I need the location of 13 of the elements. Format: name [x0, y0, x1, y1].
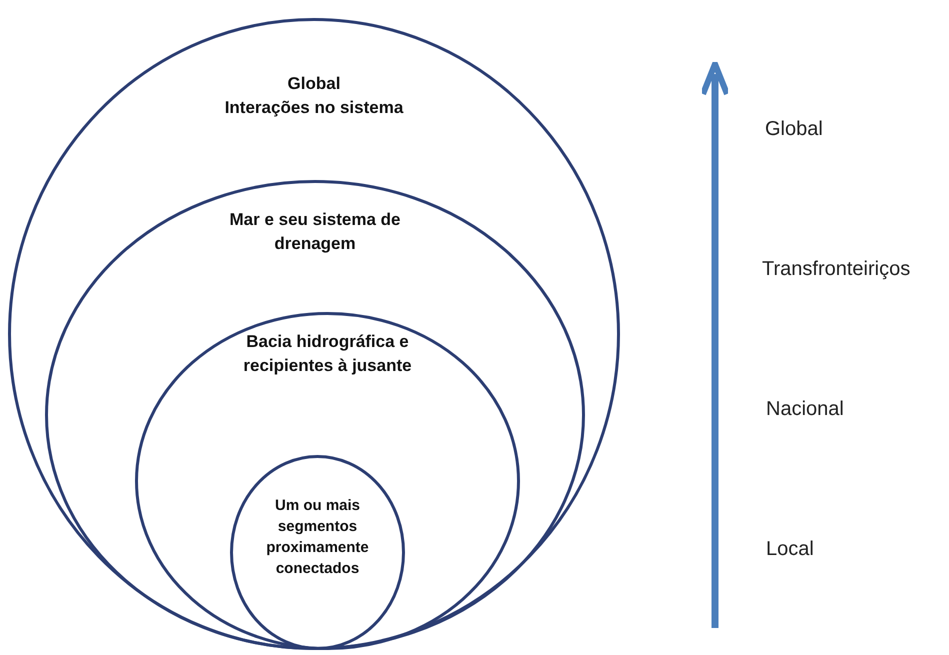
- circle: [45, 180, 585, 650]
- scale-label: Local: [766, 538, 814, 561]
- circle-title: Bacia hidrográfica e recipientes à jusante: [242, 331, 413, 377]
- circle-title: Um ou mais segmentos proximamente conectados: [265, 496, 370, 579]
- circle: [135, 312, 520, 650]
- circle-title: Global: [286, 73, 342, 95]
- circle-subtitle: Interações no sistema: [224, 96, 404, 119]
- scale-label: Global: [765, 118, 823, 141]
- circle: [230, 455, 405, 650]
- circle: [8, 18, 620, 650]
- scale-label: Transfronteiriços: [762, 258, 910, 281]
- scale-label: Nacional: [766, 398, 844, 421]
- circle-title: Mar e seu sistema de drenagem: [228, 209, 402, 255]
